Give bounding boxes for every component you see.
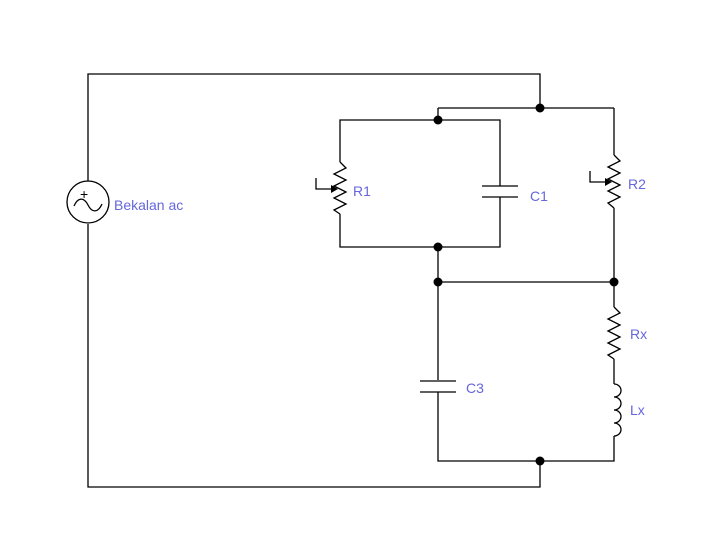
c3-capacitor: C3: [420, 380, 484, 396]
lx-label: Lx: [630, 402, 645, 418]
r1-label: R1: [353, 183, 371, 199]
junction-dot: [535, 456, 545, 466]
r2-wiper-arrow-icon: [589, 171, 608, 183]
junction-dot: [433, 115, 443, 125]
r1-arrowhead-icon: [331, 185, 338, 193]
r1-variable-resistor: R1: [315, 161, 371, 215]
sine-wave-icon: [73, 198, 103, 212]
junction-dot: [535, 103, 545, 113]
rx-resistor: Rx: [606, 306, 647, 360]
right-branch-wires: [437, 108, 615, 462]
source-label: Bekalan ac: [114, 197, 183, 213]
r2-variable-resistor: R2: [589, 154, 646, 209]
junction-dot: [609, 277, 619, 287]
r1-c1-top-wire: [339, 119, 501, 182]
r1-zigzag-icon: [332, 161, 348, 215]
r2-arrowhead-icon: [605, 178, 612, 186]
bottom-outer-wire: [87, 224, 541, 488]
r1-c1-bottom-wire: [339, 200, 501, 248]
rx-zigzag-icon: [606, 306, 622, 360]
c1-label: C1: [530, 188, 548, 204]
top-outer-wire: [87, 73, 541, 181]
lx-inductor: Lx: [613, 383, 645, 437]
source-polarity: +: [80, 186, 88, 202]
lx-bottom-wire: [437, 395, 615, 462]
ac-source: + Bekalan ac: [66, 180, 183, 224]
c1-capacitor: C1: [482, 182, 548, 204]
junction-dot: [433, 277, 443, 287]
r2-zigzag-icon: [606, 154, 622, 209]
r1-wiper-arrow-icon: [315, 178, 334, 190]
lx-coil-icon: [613, 383, 622, 437]
rx-label: Rx: [630, 326, 647, 342]
junctions: [433, 103, 619, 466]
junction-dot: [433, 242, 443, 252]
top-node-wires: [339, 107, 614, 283]
ac-source-icon: [66, 180, 110, 224]
r2-label: R2: [628, 176, 646, 192]
c3-label: C3: [466, 380, 484, 396]
outer-wires: [87, 73, 541, 488]
